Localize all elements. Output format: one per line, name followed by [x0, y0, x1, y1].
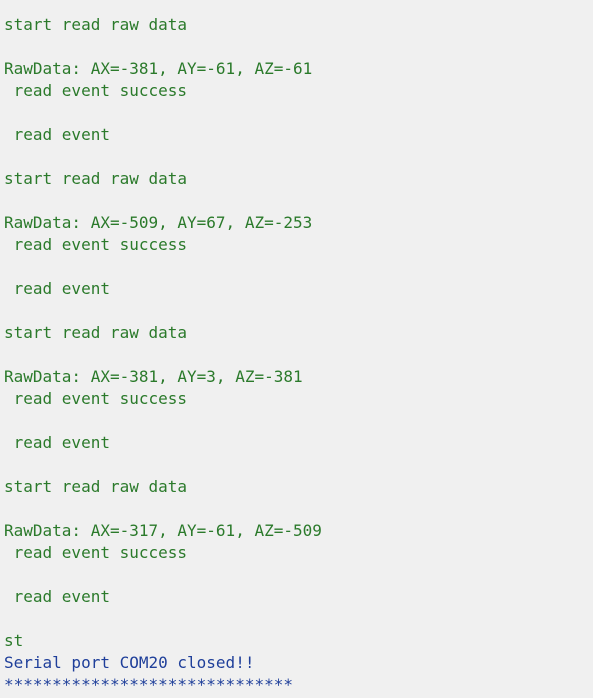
console-line: RawData: AX=-381, AY=3, AZ=-381: [4, 367, 303, 386]
console-line: read event success: [4, 81, 188, 100]
console-line: st: [4, 631, 24, 650]
console-blank-line: [4, 608, 593, 630]
console-line: start read raw data: [4, 323, 188, 342]
console-line: read event success: [4, 389, 188, 408]
console-line: read event: [4, 433, 110, 452]
console-blank-line: [4, 146, 593, 168]
console-line: ******************************: [4, 675, 293, 694]
console-blank-line: [4, 300, 593, 322]
console-line: Serial port COM20 closed!!: [4, 653, 255, 672]
console-blank-line: [4, 454, 593, 476]
console-line: RawData: AX=-381, AY=-61, AZ=-61: [4, 59, 313, 78]
console-line: start read raw data: [4, 169, 188, 188]
console-line: read event: [4, 587, 110, 606]
console-line: RawData: AX=-317, AY=-61, AZ=-509: [4, 521, 322, 540]
console-line: start read raw data: [4, 15, 188, 34]
console-blank-line: [4, 344, 593, 366]
console-line: read event: [4, 279, 110, 298]
console-line: read event success: [4, 235, 188, 254]
console-line: start read raw data: [4, 477, 188, 496]
console-blank-line: [4, 102, 593, 124]
console-line: read event: [4, 125, 110, 144]
console-blank-line: [4, 564, 593, 586]
console-blank-line: [4, 190, 593, 212]
console-blank-line: [4, 256, 593, 278]
console-blank-line: [4, 36, 593, 58]
console-line: read event success: [4, 543, 188, 562]
console-blank-line: [4, 498, 593, 520]
console-line: RawData: AX=-509, AY=67, AZ=-253: [4, 213, 313, 232]
console-blank-line: [4, 410, 593, 432]
